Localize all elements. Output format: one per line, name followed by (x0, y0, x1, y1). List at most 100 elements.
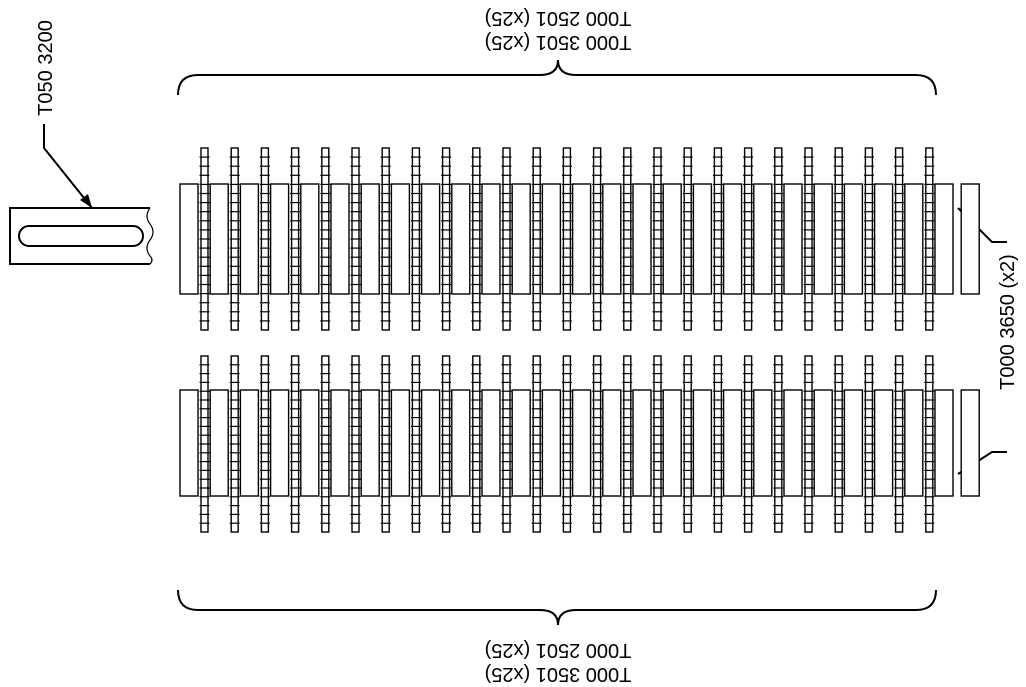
chain-link (229, 147, 240, 331)
chain-link (924, 355, 935, 533)
chain-link (410, 147, 421, 331)
spacer-plate (541, 183, 562, 295)
chain-link (803, 147, 814, 331)
chain-link (712, 147, 723, 331)
chain-link (380, 147, 391, 331)
chain-link (561, 147, 572, 331)
chain-link (531, 355, 542, 533)
chain-link (592, 147, 603, 331)
spacer-plate (420, 183, 441, 295)
spacer-plate (209, 183, 229, 295)
chain-link (501, 355, 512, 533)
spacer-plate (269, 183, 290, 295)
spacer-plate (300, 183, 320, 295)
spacer-plate (783, 183, 803, 295)
chain-link (652, 355, 663, 533)
chain-link (863, 355, 874, 533)
chain-link (894, 147, 905, 331)
chain-link (501, 147, 512, 331)
spacer-plate (269, 389, 290, 497)
spacer-plate (813, 389, 833, 497)
spacer-plate (692, 389, 713, 497)
chain-link (350, 147, 361, 331)
spacer-plate (360, 183, 380, 295)
spacer-plate (390, 183, 411, 295)
spacer-plate (692, 183, 713, 295)
spacer-plate (390, 389, 411, 497)
spacer-plate (904, 183, 924, 295)
chain-link (229, 355, 240, 533)
chain-link (622, 147, 633, 331)
chain-link (259, 147, 270, 331)
chain-link (682, 355, 693, 533)
spacer-plate (179, 389, 199, 497)
spacer-plate (934, 183, 954, 295)
chain-link (380, 355, 391, 533)
spacer-plate (602, 389, 622, 497)
slotted-bar-part (9, 207, 154, 265)
spacer-plate (843, 389, 864, 497)
top-label-line1: T000 3501 (x25) (485, 31, 632, 53)
chain-link (561, 355, 572, 533)
top-label-group: T000 3501 (x25) T000 2501 (x25) (485, 7, 632, 53)
chain-link (924, 147, 935, 331)
chain-link (833, 147, 844, 331)
spacer-plate (722, 389, 743, 497)
spacer-plate (934, 389, 954, 497)
bottom-label-group: T000 3501 (x25) T000 2501 (x25) (485, 639, 632, 685)
chain-link (743, 355, 754, 533)
chain-link (259, 355, 270, 533)
chain-link (863, 147, 874, 331)
spacer-plate (330, 389, 350, 497)
spacer-plate (904, 389, 924, 497)
spacer-plate (481, 183, 501, 295)
spacer-plate (511, 389, 531, 497)
spacer-plate (662, 183, 682, 295)
spacer-plate (722, 183, 743, 295)
chain-link (773, 355, 784, 533)
spacer-plate (209, 389, 229, 497)
spacer-plate (783, 389, 803, 497)
chain-link (622, 355, 633, 533)
right-part-label: T000 3650 (x2) (997, 254, 1019, 390)
chain-link (350, 355, 361, 533)
top-brace (177, 59, 937, 96)
plate-row-bottom (179, 355, 980, 533)
spacer-plate (873, 389, 894, 497)
spacer-plate (813, 183, 833, 295)
plate-row-top (179, 147, 980, 331)
chain-link (320, 147, 331, 331)
spacer-plate (541, 389, 562, 497)
spacer-plate (420, 389, 441, 497)
chain-link (441, 147, 452, 331)
chain-link (320, 355, 331, 533)
chain-link (773, 147, 784, 331)
spacer-plate (179, 183, 199, 295)
spacer-plate (753, 389, 773, 497)
chain-link (441, 355, 452, 533)
bottom-label-line1: T000 3501 (x25) (485, 663, 632, 685)
bottom-brace (177, 589, 937, 626)
end-plate (960, 389, 980, 497)
spacer-plate (239, 183, 260, 295)
chain-link (290, 147, 301, 331)
chain-link (471, 355, 482, 533)
spacer-plate (239, 389, 260, 497)
left-part-label: T050 3200 (35, 20, 57, 116)
spacer-plate (330, 183, 350, 295)
chain-link (410, 355, 421, 533)
left-part-arrowhead (80, 194, 92, 208)
chain-link (471, 147, 482, 331)
left-part-leader (43, 124, 93, 209)
chain-link (592, 355, 603, 533)
chain-link (199, 147, 210, 331)
spacer-plate (843, 183, 864, 295)
spacer-plate (300, 389, 320, 497)
chain-link (682, 147, 693, 331)
spacer-plate (511, 183, 531, 295)
chain-link (712, 355, 723, 533)
spacer-plate (662, 389, 682, 497)
spacer-plate (753, 183, 773, 295)
spacer-plate (451, 183, 471, 295)
